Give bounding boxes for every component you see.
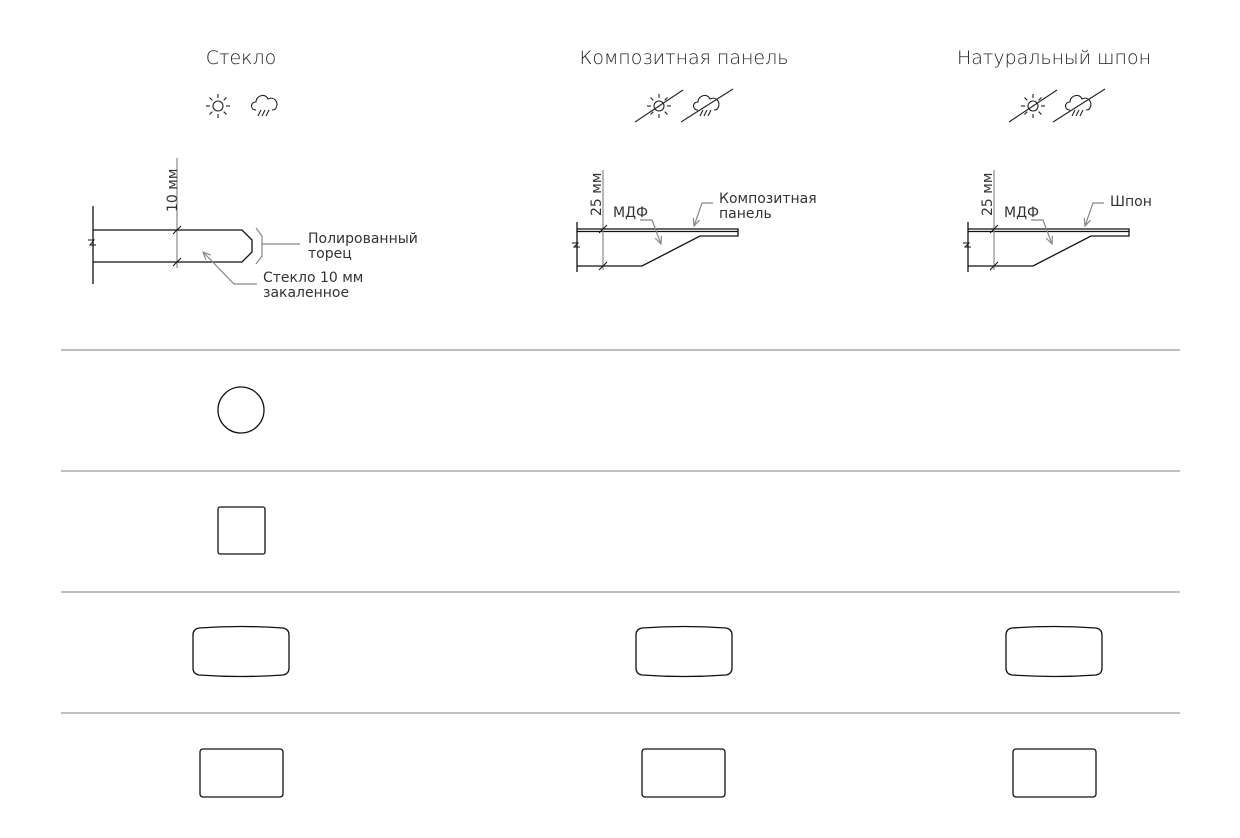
glass-thickness-label: 10 мм xyxy=(165,169,181,212)
shape-circle-glass xyxy=(217,386,265,434)
composite-mdf-label: МДФ xyxy=(613,205,648,221)
shape-rect-composite xyxy=(641,748,726,798)
edge-label-line2: торец xyxy=(308,246,352,262)
composite-top-label-line2: панель xyxy=(719,206,772,222)
sun-icon xyxy=(206,94,230,118)
composite-edge-section: 25 мм МДФ Композитная панель xyxy=(572,170,817,272)
veneer-mdf-label: МДФ xyxy=(1004,205,1039,221)
shape-row-rectangle xyxy=(199,748,1097,798)
column-title-veneer: Натуральный шпон xyxy=(957,47,1151,69)
shape-row-square xyxy=(217,506,266,555)
sun-icon xyxy=(1008,89,1058,123)
sun-icon xyxy=(634,89,684,123)
column-title-composite: Композитная панель xyxy=(580,47,789,69)
veneer-top-label: Шпон xyxy=(1110,194,1152,210)
shape-barrel-composite xyxy=(635,625,733,678)
composite-thickness-label: 25 мм xyxy=(589,173,605,216)
glass-label-line1: Стекло 10 мм xyxy=(263,270,363,286)
rain-cloud-icon xyxy=(1052,88,1106,123)
shape-row-circle xyxy=(217,386,265,434)
veneer-edge-section: 25 мм МДФ Шпон xyxy=(963,170,1152,272)
shape-barrel-glass xyxy=(192,625,290,678)
shape-rect-veneer xyxy=(1012,748,1097,798)
rain-cloud-icon xyxy=(680,88,734,123)
edge-label-line1: Полированный xyxy=(308,231,418,247)
glass-label-line2: закаленное xyxy=(263,285,349,301)
shape-square-glass xyxy=(217,506,266,555)
rain-cloud-icon xyxy=(250,94,278,117)
shape-rect-glass xyxy=(199,748,284,798)
composite-top-label-line1: Композитная xyxy=(719,191,817,207)
glass-edge-section: 10 мм Полированный торец Стекло 10 мм за… xyxy=(88,158,418,301)
column-title-glass: Стекло xyxy=(206,47,276,69)
veneer-thickness-label: 25 мм xyxy=(980,173,996,216)
shape-barrel-veneer xyxy=(1005,625,1103,678)
shape-row-barrel xyxy=(192,625,1103,678)
